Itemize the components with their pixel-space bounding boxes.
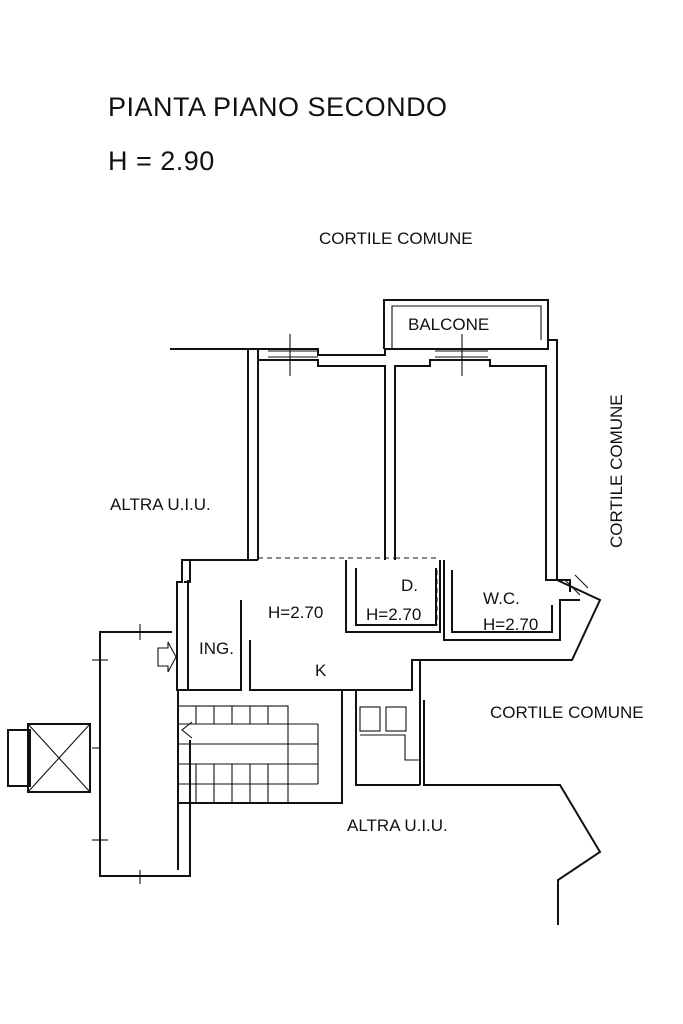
ingresso-label: ING. [199, 639, 234, 658]
lower-right-boundary [423, 700, 602, 925]
d-height-label: H=2.70 [366, 605, 421, 624]
plan-title: PIANTA PIANO SECONDO [108, 92, 448, 122]
cortile-comune-right-vertical-label: CORTILE COMUNE [607, 394, 626, 548]
balcone-label: BALCONE [408, 315, 489, 334]
wc-room-label: W.C. [483, 589, 520, 608]
window-markers [289, 334, 463, 376]
balcony [383, 299, 549, 349]
altra-uiu-bottom-label: ALTRA U.I.U. [347, 816, 448, 835]
top-walls [170, 339, 558, 580]
entrance-arrow-icon [157, 641, 177, 673]
middle-walls [176, 559, 602, 691]
ceiling-height-note: H = 2.90 [108, 146, 215, 176]
k-height-label: H=2.70 [268, 603, 323, 622]
corridor-and-lift [7, 624, 191, 884]
wc-height-label: H=2.70 [483, 615, 538, 634]
kitchen-label: K [315, 661, 327, 680]
staircase [177, 690, 343, 804]
cortile-comune-right-label: CORTILE COMUNE [490, 703, 644, 722]
altra-uiu-left-label: ALTRA U.I.U. [110, 495, 211, 514]
cortile-comune-top-label: CORTILE COMUNE [319, 229, 473, 248]
service-rooms [341, 680, 421, 803]
d-room-label: D. [401, 576, 418, 595]
